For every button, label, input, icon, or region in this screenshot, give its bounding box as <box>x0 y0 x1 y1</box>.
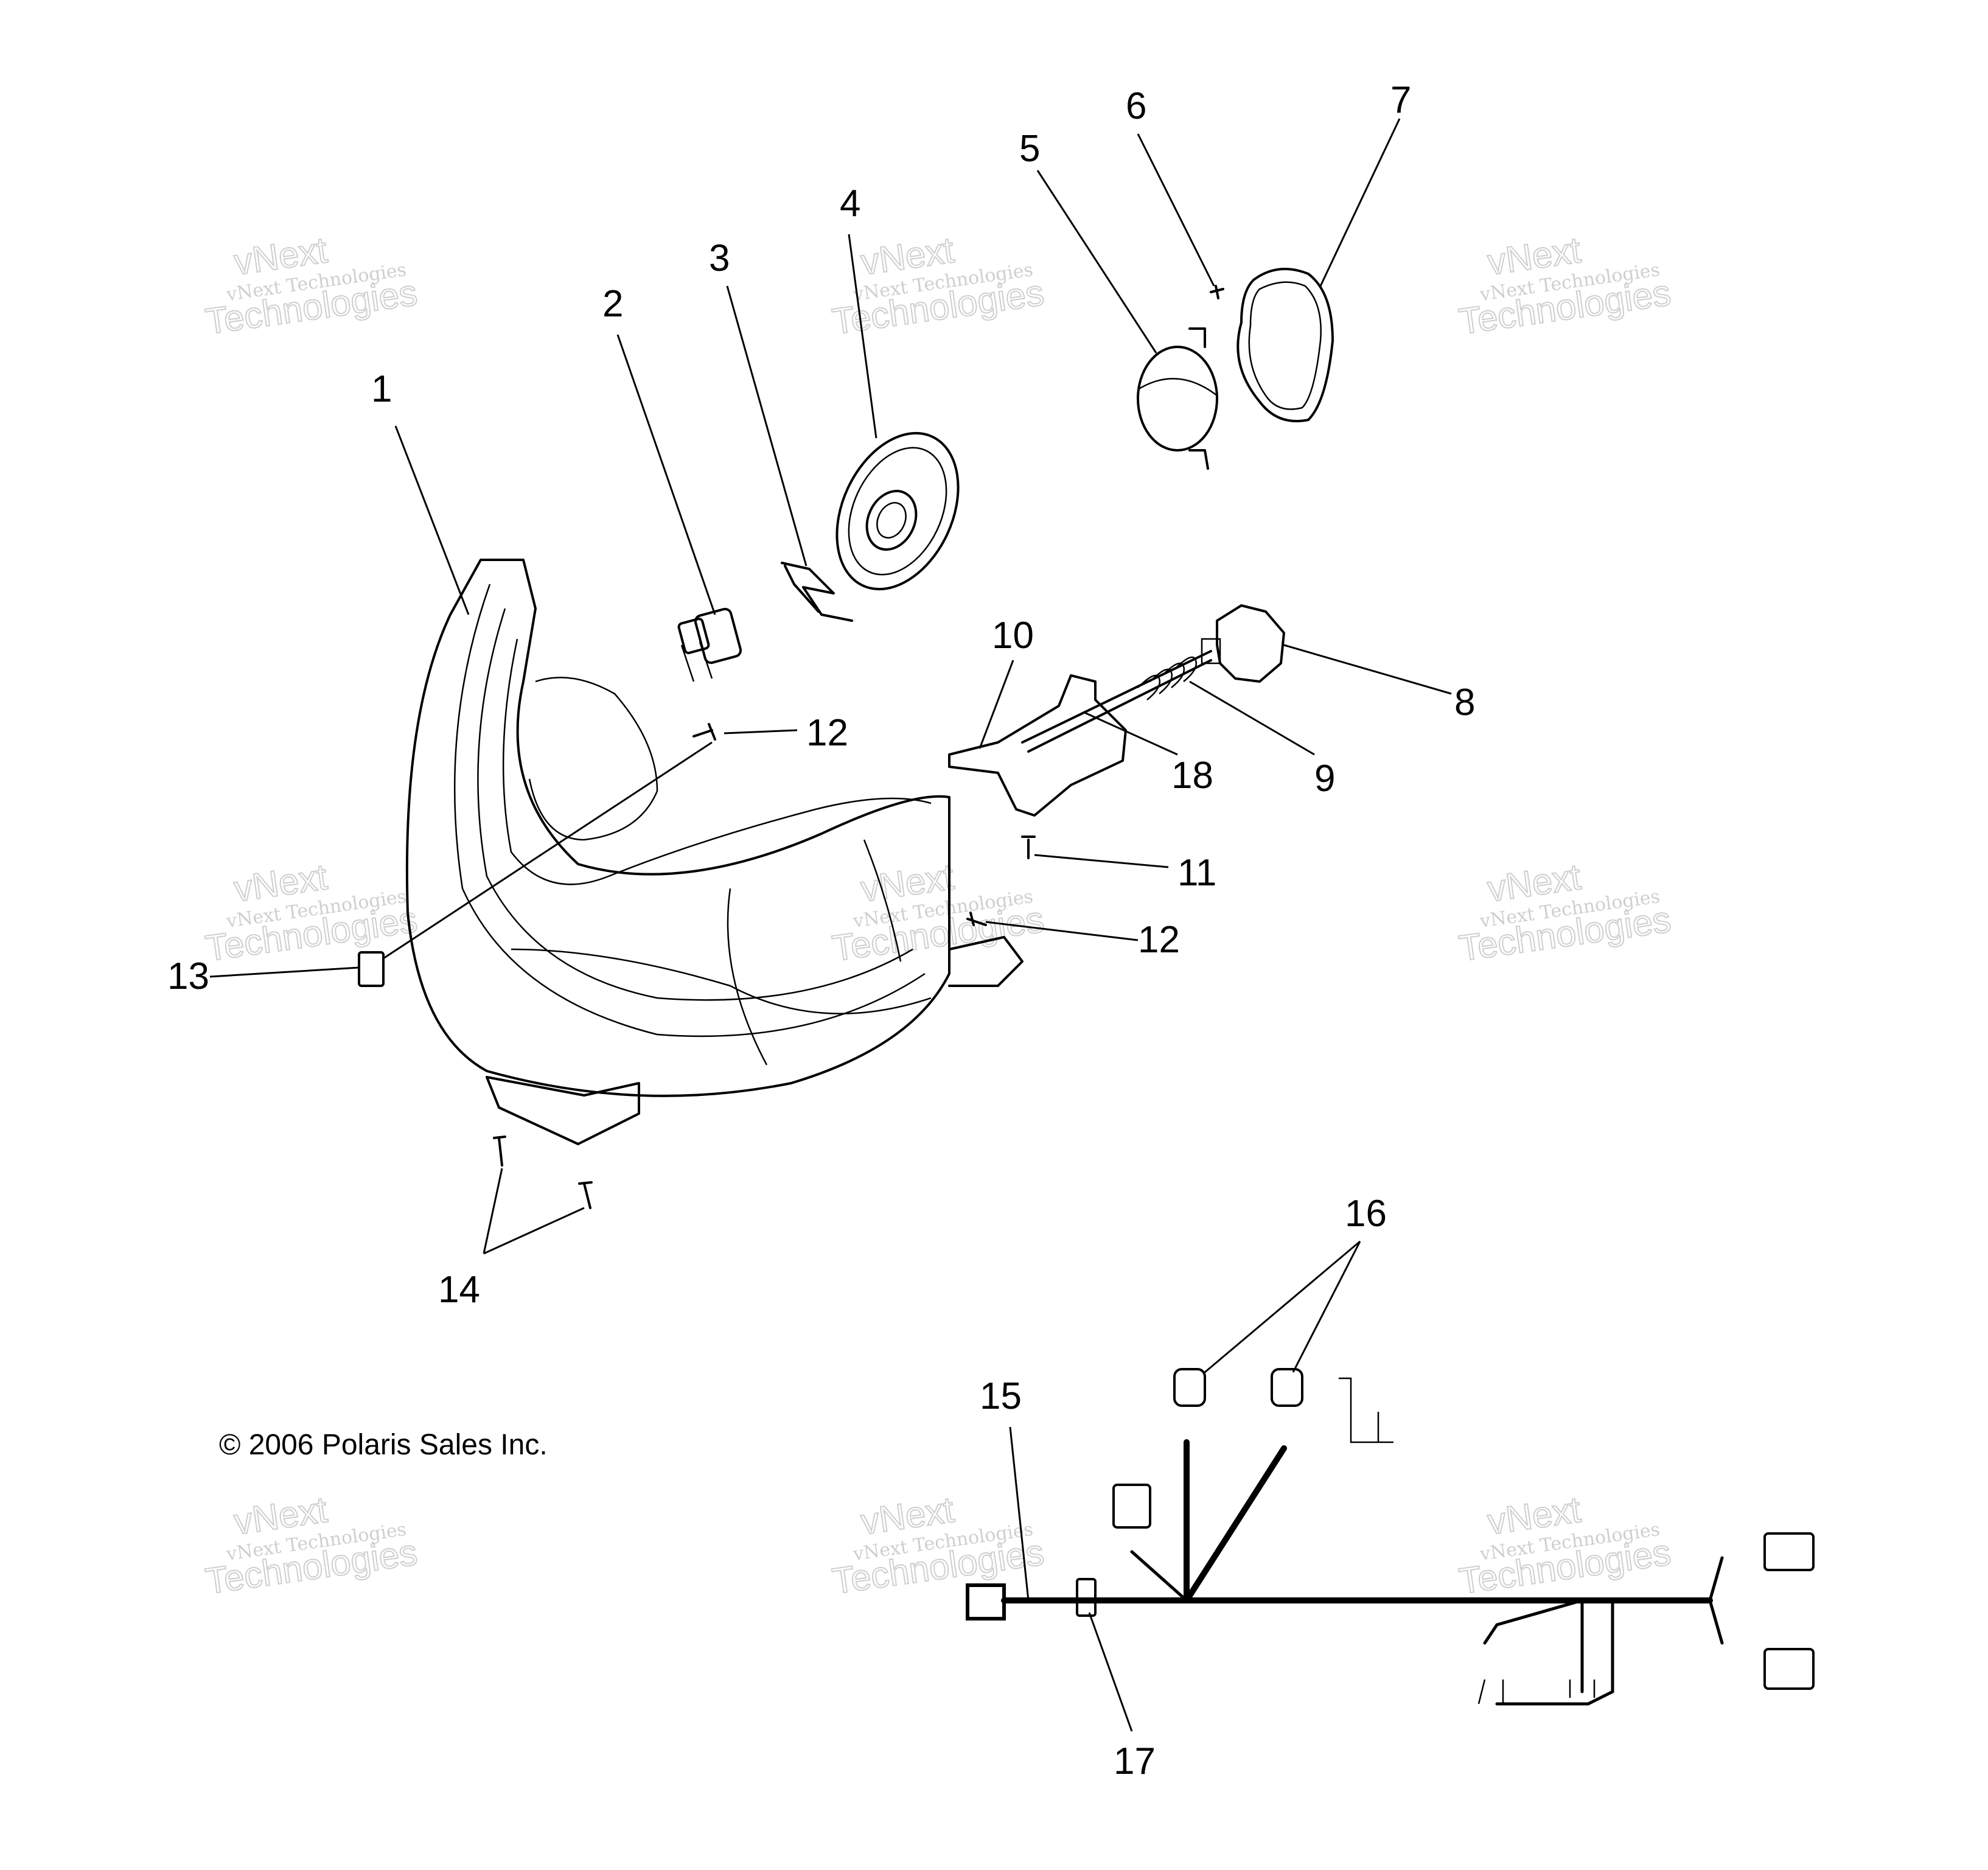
harness-clip-17 <box>1076 1578 1097 1617</box>
relay-connector <box>1112 1484 1151 1529</box>
screw-11 <box>1021 836 1036 859</box>
connector-16a <box>1173 1368 1206 1407</box>
callout-10: 10 <box>992 615 1034 657</box>
watermark-6: vNext vNext Technologies Technologies <box>1456 856 1674 969</box>
callout-2: 2 <box>602 283 623 325</box>
bullet-terminals <box>1477 1679 1596 1704</box>
harness-connector-lower <box>1763 1648 1815 1690</box>
callout-9: 9 <box>1314 758 1335 800</box>
screw-6 <box>1210 285 1224 299</box>
screw-12-lower <box>966 912 987 926</box>
leader-lines <box>209 118 1452 1732</box>
watermark-7: vNext vNext Technologies Technologies <box>203 1488 420 1602</box>
bulb-retaining-clip <box>781 562 853 622</box>
callout-6: 6 <box>1126 85 1146 127</box>
wiring-harness <box>966 1368 1815 1706</box>
watermark-4: vNext vNext Technologies Technologies <box>203 856 420 969</box>
copyright-notice: © 2006 Polaris Sales Inc. <box>219 1429 548 1461</box>
callout-4: 4 <box>840 183 860 225</box>
clip-nut-13 <box>358 951 385 987</box>
terminal-lead <box>1339 1377 1393 1443</box>
adjuster-knob <box>1201 604 1285 683</box>
callout-12-upper: 12 <box>806 712 848 754</box>
harness-connector-upper <box>1763 1532 1815 1571</box>
adjuster-bracket <box>948 674 1127 817</box>
callout-7: 7 <box>1390 79 1411 121</box>
screw-14a <box>493 1136 506 1167</box>
callout-15: 15 <box>980 1375 1022 1417</box>
watermark-3: vNext vNext Technologies Technologies <box>1456 229 1674 343</box>
adjuster-rod <box>1021 650 1212 753</box>
callout-1: 1 <box>371 368 392 410</box>
watermark-2: vNext vNext Technologies Technologies <box>829 229 1047 343</box>
lamp-gasket <box>1236 268 1334 422</box>
watermark-9: vNext vNext Technologies Technologies <box>1456 1488 1674 1602</box>
callout-18: 18 <box>1171 755 1213 797</box>
screw-14b <box>578 1181 593 1209</box>
headlight-housing <box>405 559 1024 1145</box>
callout-16: 16 <box>1345 1193 1387 1235</box>
watermark-1: vNext vNext Technologies Technologies <box>203 229 420 343</box>
callout-3: 3 <box>709 237 730 279</box>
auxiliary-lamp <box>1137 327 1218 470</box>
callout-11: 11 <box>1177 852 1216 894</box>
callout-13: 13 <box>167 955 209 997</box>
screw-12-upper <box>692 723 716 741</box>
watermark-8: vNext vNext Technologies Technologies <box>829 1488 1047 1602</box>
bulb <box>677 607 742 682</box>
callout-5: 5 <box>1019 128 1040 170</box>
connector-16b <box>1271 1368 1303 1407</box>
adjuster-spring <box>1137 656 1198 700</box>
callout-17: 17 <box>1114 1740 1156 1782</box>
callout-8: 8 <box>1454 682 1475 724</box>
reflector-boot <box>835 431 960 591</box>
callout-14: 14 <box>438 1269 480 1311</box>
callout-12-lower: 12 <box>1138 919 1180 961</box>
